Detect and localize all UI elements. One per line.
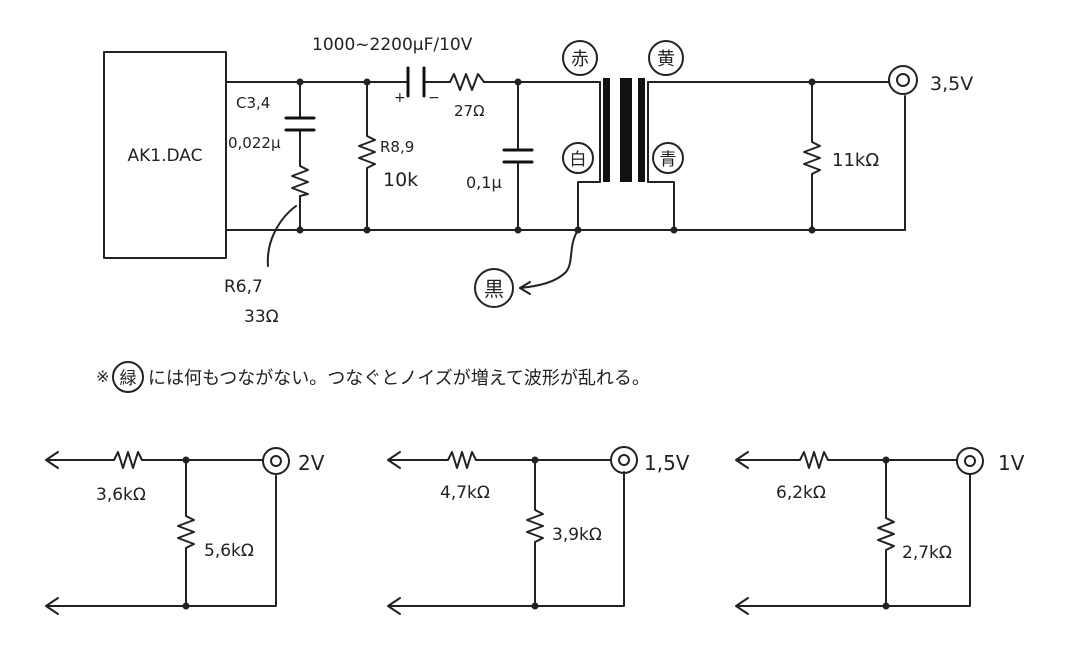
r-series-resistor (449, 73, 485, 91)
series-cap-plus: + (394, 90, 406, 106)
c34-name-label: C3,4 (236, 94, 270, 112)
wire-white-marker (562, 142, 594, 174)
dac-label: AK1.DAC (128, 146, 203, 166)
divider-1v-voltage: 1V (998, 451, 1025, 475)
divider-1v-series: 6,2kΩ (776, 483, 826, 503)
r-load-resistor (803, 81, 821, 231)
note-mark: ※ (96, 367, 109, 386)
wire-black-label: 黒 (484, 277, 504, 301)
wire-yellow-marker (648, 40, 684, 76)
r67-resistor (291, 165, 309, 197)
divider-1-5v (387, 446, 638, 615)
dac-block (103, 51, 227, 259)
r-load-label: 11kΩ (832, 150, 879, 171)
transformer-core-right (638, 78, 645, 182)
r67-name-label: R6,7 (224, 277, 263, 297)
main-junction-dots (296, 78, 816, 234)
c-shunt-label: 0,1μ (466, 173, 502, 192)
divider-2v-shunt: 5,6kΩ (204, 541, 254, 561)
divider-2v (45, 447, 290, 615)
transformer-core-left (603, 78, 610, 182)
note-text: には何もつながない。つなぐとノイズが増えて波形が乱れる。 (148, 368, 650, 389)
divider-1v (735, 447, 984, 615)
wire-green-label: 緑 (120, 369, 137, 389)
r89-resistor (358, 81, 376, 231)
r-series-label: 27Ω (454, 102, 485, 120)
divider-1-5v-voltage: 1,5V (644, 451, 690, 475)
transformer-core-center (620, 78, 632, 182)
series-cap-label: 1000~2200μF/10V (312, 35, 473, 55)
wire-blue-marker (652, 142, 684, 174)
output-jack-inner (896, 73, 910, 87)
wire-red-marker (562, 40, 598, 76)
transformer-secondary-winding (647, 81, 675, 231)
wire-yellow-label: 黄 (657, 49, 675, 70)
wire-blue-label: 青 (660, 150, 677, 170)
wire-green-marker (112, 361, 144, 393)
divider-1-5v-shunt: 3,9kΩ (552, 525, 602, 545)
r89-value-label: 10k (383, 169, 418, 191)
wire-black-marker (474, 268, 514, 308)
series-cap-minus: − (428, 90, 440, 106)
wire-white-label: 白 (570, 150, 587, 170)
r67-value-label: 33Ω (244, 307, 279, 327)
transformer-primary-winding (577, 81, 601, 231)
r89-name-label: R8,9 (380, 138, 414, 156)
wire-red-label: 赤 (571, 49, 589, 70)
output-jack-outer (888, 65, 918, 95)
divider-2v-series: 3,6kΩ (96, 485, 146, 505)
c34-value-label: 0,022μ (228, 134, 281, 152)
divider-1-5v-series: 4,7kΩ (440, 483, 490, 503)
output-voltage-label: 3,5V (930, 73, 973, 95)
r67-leader (266, 205, 297, 267)
divider-2v-voltage: 2V (298, 451, 325, 475)
wire-black-arrow (519, 281, 531, 295)
wire-black-leader (519, 229, 579, 289)
divider-1v-shunt: 2,7kΩ (902, 543, 952, 563)
